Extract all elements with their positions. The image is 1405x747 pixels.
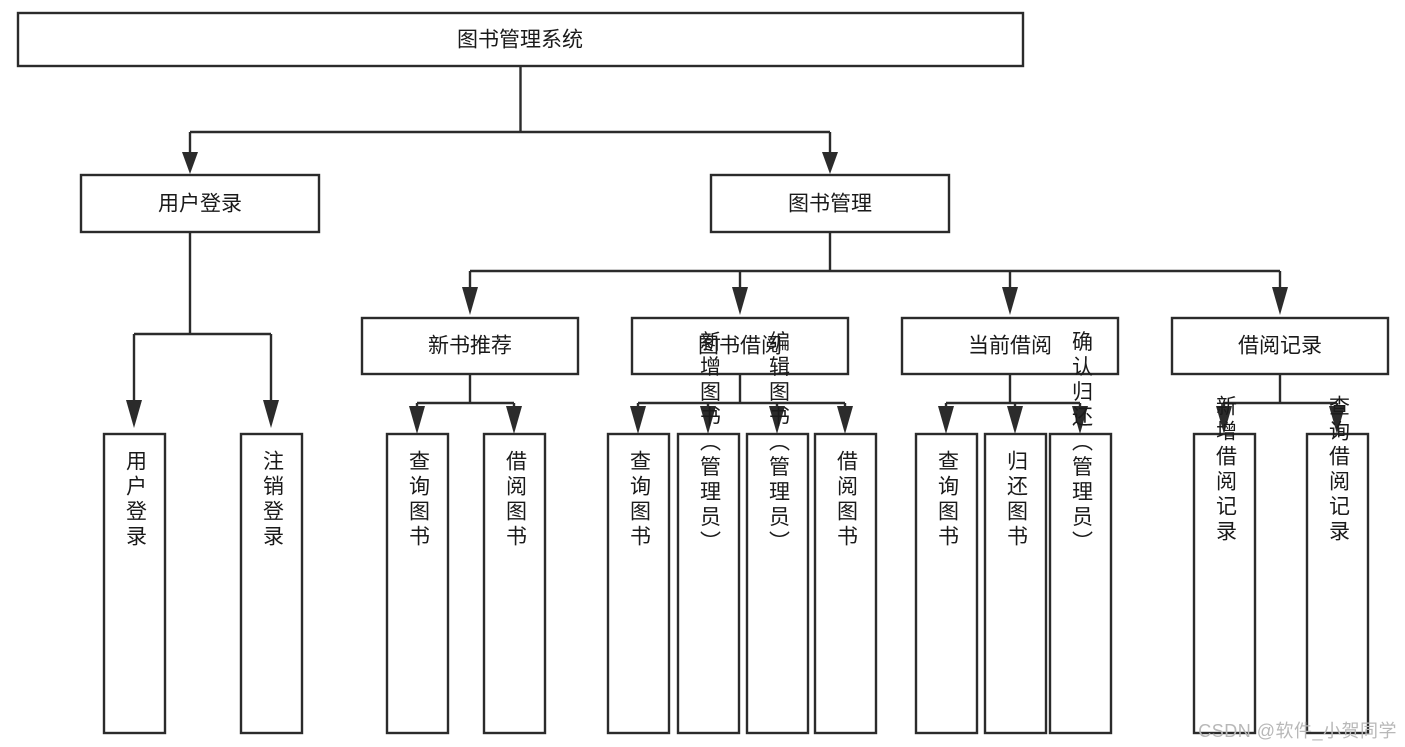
arrow-head-user-login (182, 152, 198, 174)
node-leaf-return-book[interactable]: 归还图书 (983, 432, 1048, 735)
node-current-borrow-label: 当前借阅 (968, 335, 1052, 358)
arrow-head-leaf-return-book (1007, 406, 1023, 434)
node-user-login[interactable]: 用户登录 (79, 173, 321, 234)
arrow-head-new-book-recommend (462, 287, 478, 315)
arrow-head-leaf-query-book-2 (630, 406, 646, 434)
node-leaf-user-login-label: 用户登录 (124, 450, 148, 550)
node-book-manage-box[interactable] (709, 173, 951, 234)
node-leaf-query-record-box[interactable] (1305, 432, 1370, 735)
node-leaf-add-book-box[interactable] (676, 432, 741, 735)
node-borrow-record-label: 借阅记录 (1238, 335, 1322, 358)
node-leaf-query-record-label: 查询借阅记录 (1327, 395, 1351, 545)
arrow-head-leaf-query-book-3 (938, 406, 954, 434)
node-current-borrow[interactable]: 当前借阅 (900, 316, 1120, 376)
node-leaf-user-login-box[interactable] (102, 432, 167, 735)
node-leaf-borrow-book-1-label: 借阅图书 (504, 450, 528, 550)
node-leaf-query-book-1-label: 查询图书 (407, 450, 431, 550)
node-leaf-user-logout-box[interactable] (239, 432, 304, 735)
node-leaf-query-book-1[interactable]: 查询图书 (385, 432, 450, 735)
node-leaf-borrow-book-2-box[interactable] (813, 432, 878, 735)
node-book-borrow-label: 图书借阅 (698, 335, 782, 358)
node-leaf-add-book-label: 新增图书（管理员） (698, 331, 722, 556)
arrow-head-leaf-add-book (700, 406, 716, 434)
arrow-head-leaf-query-book-1 (409, 406, 425, 434)
connector-layer (126, 66, 1345, 434)
node-root[interactable]: 图书管理系统 (16, 11, 1025, 68)
node-leaf-add-record-label: 新增借阅记录 (1214, 395, 1238, 545)
node-leaf-borrow-book-2[interactable]: 借阅图书 (813, 432, 878, 735)
arrow-head-book-manage (822, 152, 838, 174)
node-leaf-edit-book-label: 编辑图书（管理员） (767, 331, 791, 556)
arrow-head-book-borrow (732, 287, 748, 315)
node-leaf-confirm-return-box[interactable] (1048, 432, 1113, 735)
node-leaf-query-book-2-box[interactable] (606, 432, 671, 735)
node-root-box[interactable] (16, 11, 1025, 68)
node-leaf-query-book-2[interactable]: 查询图书 (606, 432, 671, 735)
node-leaf-edit-book[interactable]: 编辑图书（管理员） (745, 331, 810, 735)
node-leaf-return-book-label: 归还图书 (1005, 450, 1029, 550)
node-leaf-borrow-book-1[interactable]: 借阅图书 (482, 432, 547, 735)
node-borrow-record[interactable]: 借阅记录 (1170, 316, 1390, 376)
node-leaf-query-record[interactable]: 查询借阅记录 (1305, 395, 1370, 735)
node-leaf-edit-book-box[interactable] (745, 432, 810, 735)
node-leaf-query-book-1-box[interactable] (385, 432, 450, 735)
arrow-head-leaf-borrow-book-1 (506, 406, 522, 434)
node-root-label: 图书管理系统 (457, 29, 583, 52)
arrow-head-leaf-user-logout (263, 400, 279, 428)
node-user-login-box[interactable] (79, 173, 321, 234)
arrow-head-leaf-borrow-book-2 (837, 406, 853, 434)
node-book-borrow-box[interactable] (630, 316, 850, 376)
node-book-borrow[interactable]: 图书借阅 (630, 316, 850, 376)
csdn-watermark: CSDN @软件_小贺同学 (1198, 721, 1397, 741)
node-borrow-record-box[interactable] (1170, 316, 1390, 376)
node-leaf-add-record[interactable]: 新增借阅记录 (1192, 395, 1257, 735)
arrow-head-leaf-user-login (126, 400, 142, 428)
node-new-book-recommend[interactable]: 新书推荐 (360, 316, 580, 376)
arrow-head-leaf-edit-book (769, 406, 785, 434)
node-book-manage-label: 图书管理 (788, 193, 872, 216)
node-book-manage[interactable]: 图书管理 (709, 173, 951, 234)
node-leaf-return-book-box[interactable] (983, 432, 1048, 735)
arrow-head-leaf-confirm-return (1072, 406, 1088, 434)
node-leaf-user-logout[interactable]: 注销登录 (239, 432, 304, 735)
arrow-head-leaf-add-record (1216, 406, 1232, 434)
node-leaf-user-logout-label: 注销登录 (261, 450, 285, 550)
node-leaf-confirm-return[interactable]: 确认归还（管理员） (1048, 331, 1113, 735)
node-leaf-query-book-3-box[interactable] (914, 432, 979, 735)
node-user-login-label: 用户登录 (158, 193, 242, 216)
node-leaf-user-login[interactable]: 用户登录 (102, 432, 167, 735)
node-new-book-recommend-box[interactable] (360, 316, 580, 376)
node-leaf-confirm-return-label: 确认归还（管理员） (1070, 331, 1094, 556)
arrow-head-borrow-record (1272, 287, 1288, 315)
arrow-head-current-borrow (1002, 287, 1018, 315)
arrow-head-leaf-query-record (1329, 406, 1345, 434)
node-leaf-query-book-3[interactable]: 查询图书 (914, 432, 979, 735)
node-leaf-borrow-book-2-label: 借阅图书 (835, 450, 859, 550)
node-leaf-query-book-3-label: 查询图书 (936, 450, 960, 550)
node-leaf-add-record-box[interactable] (1192, 432, 1257, 735)
node-current-borrow-box[interactable] (900, 316, 1120, 376)
node-new-book-recommend-label: 新书推荐 (428, 335, 512, 358)
node-leaf-add-book[interactable]: 新增图书（管理员） (676, 331, 741, 735)
node-leaf-borrow-book-1-box[interactable] (482, 432, 547, 735)
node-leaf-query-book-2-label: 查询图书 (628, 450, 652, 550)
